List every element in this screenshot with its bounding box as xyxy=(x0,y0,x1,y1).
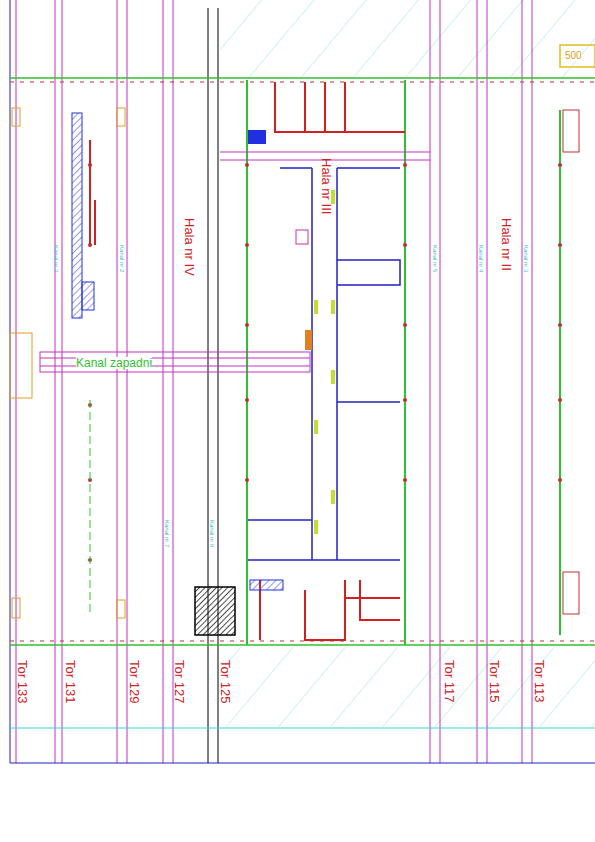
rotated-label: Kanal nr 3 xyxy=(523,245,529,272)
rotated-label: Tor 129 xyxy=(128,660,141,703)
rotated-label: Hala nr II xyxy=(500,218,513,271)
rotated-label: Kanal nr 6 xyxy=(209,520,215,547)
rotated-label: Kanal nr 7 xyxy=(164,520,170,547)
label: Kanal zapadni xyxy=(76,357,152,369)
rotated-label: Tor 113 xyxy=(533,660,546,702)
rotated-label: Hala nr IV xyxy=(183,218,196,276)
rotated-label: Tor 117 xyxy=(443,660,456,702)
label: 500 xyxy=(565,51,582,61)
rotated-label: Tor 127 xyxy=(173,660,186,703)
rotated-label: Tor 133 xyxy=(16,660,29,703)
rotated-label: Kanal nr 4 xyxy=(478,245,484,272)
rotated-label: Kanal nr 5 xyxy=(432,245,438,272)
rotated-label: Tor 131 xyxy=(64,660,77,703)
rotated-label: Kanal nr 2 xyxy=(119,245,125,272)
rotated-label: Hala nr III xyxy=(320,158,333,214)
rotated-label: Tor 115 xyxy=(488,660,501,702)
rotated-label: Tor 125 xyxy=(219,660,232,703)
rotated-label: Kanal nr 3 xyxy=(53,245,59,272)
